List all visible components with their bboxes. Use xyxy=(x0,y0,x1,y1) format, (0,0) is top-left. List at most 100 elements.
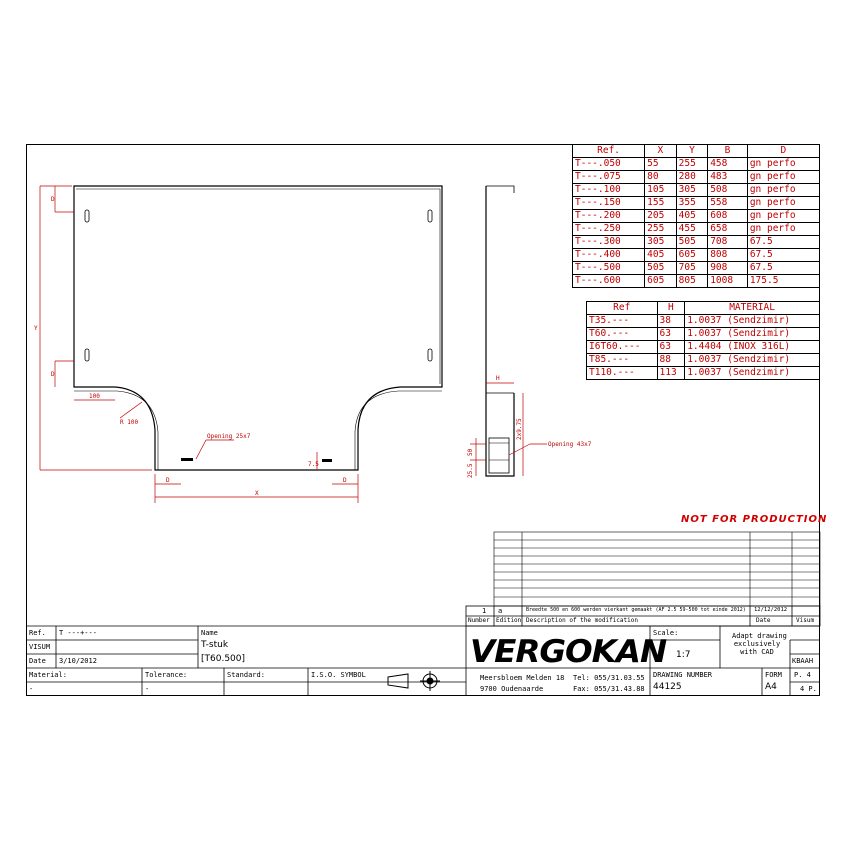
table-cell: 63 xyxy=(656,327,686,341)
slot xyxy=(84,209,90,223)
revision-date: 12/12/2012 xyxy=(754,607,788,613)
opening-left xyxy=(181,458,193,461)
table-cell: T---.250 xyxy=(571,222,646,236)
table-cell: gn perfo xyxy=(746,196,821,210)
ref-label: Ref. xyxy=(29,629,46,637)
table-cell: 708 xyxy=(707,235,748,249)
table-cell: 55 xyxy=(644,157,677,171)
slot xyxy=(427,209,433,223)
drawing-number: 44125 xyxy=(653,682,682,692)
iso-symbol-label: I.S.O. SYMBOL xyxy=(311,671,366,679)
table-cell: 1.0037 (Sendzimir) xyxy=(684,353,820,367)
page: P. 4 xyxy=(794,671,811,679)
drawing-number-label: DRAWING NUMBER xyxy=(653,671,713,679)
ref-header-cell: Ref. xyxy=(571,144,646,158)
table-cell: gn perfo xyxy=(746,183,821,197)
table-cell: 113 xyxy=(656,366,686,380)
date-label: Date xyxy=(29,657,46,665)
form-label: FORM xyxy=(765,671,782,679)
table-cell: 405 xyxy=(675,209,709,223)
table-cell: 67.5 xyxy=(746,248,821,262)
cad-note-line: with CAD xyxy=(740,648,774,656)
mat-header-cell: H xyxy=(656,301,686,315)
table-cell: 67.5 xyxy=(746,235,821,249)
table-cell: 305 xyxy=(675,183,709,197)
dim-side-small: 25.5 xyxy=(467,463,474,478)
table-cell: T---.150 xyxy=(571,196,646,210)
revision-edition: a xyxy=(498,607,503,615)
label-opening-left: Opening 25x7 xyxy=(207,433,251,440)
table-cell: 805 xyxy=(675,274,709,288)
table-cell: gn perfo xyxy=(746,222,821,236)
table-cell: 255 xyxy=(675,157,709,171)
table-cell: T---.200 xyxy=(571,209,646,223)
table-cell: gn perfo xyxy=(746,209,821,223)
dim-side-50: 50 xyxy=(467,448,474,456)
label-opening-right: Opening 43x7 xyxy=(548,441,592,448)
material-label: Material: xyxy=(29,671,67,679)
table-cell: 38 xyxy=(656,314,686,328)
header-description: Description of the modification xyxy=(526,617,638,624)
dim-x: X xyxy=(255,490,259,497)
table-cell: T35.--- xyxy=(586,314,658,328)
table-cell: 1.4404 (INOX 316L) xyxy=(684,340,820,354)
ref-header-cell: Y xyxy=(675,144,709,158)
not-for-production-stamp: NOT FOR PRODUCTION xyxy=(681,514,828,525)
table-cell: 505 xyxy=(644,261,677,275)
material-value: - xyxy=(29,685,34,693)
table-cell: 658 xyxy=(707,222,748,236)
table-cell: 280 xyxy=(675,170,709,184)
dim-radius: R 100 xyxy=(120,419,138,426)
mat-header-cell: MATERIAL xyxy=(684,301,820,315)
table-cell: T---.075 xyxy=(571,170,646,184)
cad-note-line: Adapt drawing xyxy=(732,632,787,640)
table-cell: 808 xyxy=(707,248,748,262)
dim-y: Y xyxy=(34,325,38,332)
company-logo: VERGOKAN xyxy=(470,634,667,670)
table-cell: 908 xyxy=(707,261,748,275)
table-cell: 105 xyxy=(644,183,677,197)
header-date: Date xyxy=(756,617,771,624)
table-cell: T---.100 xyxy=(571,183,646,197)
table-cell: 608 xyxy=(707,209,748,223)
dim-h: H xyxy=(496,375,500,382)
title-block-grid xyxy=(26,605,821,696)
slot-group xyxy=(84,209,433,362)
table-cell: 705 xyxy=(675,261,709,275)
ref-header-cell: X xyxy=(644,144,677,158)
table-cell: 458 xyxy=(707,157,748,171)
drawing-sheet xyxy=(26,144,820,696)
revision-description: Breedte 500 en 600 werden vierkant gemaa… xyxy=(526,607,746,613)
table-cell: T---.300 xyxy=(571,235,646,249)
visum-label: VISUM xyxy=(29,643,51,651)
table-cell: 483 xyxy=(707,170,748,184)
table-cell: 175.5 xyxy=(746,274,821,288)
ref-header-cell: B xyxy=(707,144,748,158)
table-cell: T---.600 xyxy=(571,274,646,288)
ref-value: T ---+--- xyxy=(59,629,97,637)
table-cell: 1.0037 (Sendzimir) xyxy=(684,314,820,328)
date-value: 3/10/2012 xyxy=(59,657,97,665)
fax: Fax: 055/31.43.88 xyxy=(573,685,645,693)
table-cell: 405 xyxy=(644,248,677,262)
name-value: T-stuk xyxy=(201,640,229,650)
table-cell: 205 xyxy=(644,209,677,223)
name-label: Name xyxy=(201,629,218,637)
dim-d-top: D xyxy=(51,196,55,203)
table-cell: 1.0037 (Sendzimir) xyxy=(684,366,820,380)
opening-bottom-right xyxy=(322,459,332,462)
iso-symbol xyxy=(387,671,440,691)
cad-note-line: exclusively xyxy=(733,640,781,648)
